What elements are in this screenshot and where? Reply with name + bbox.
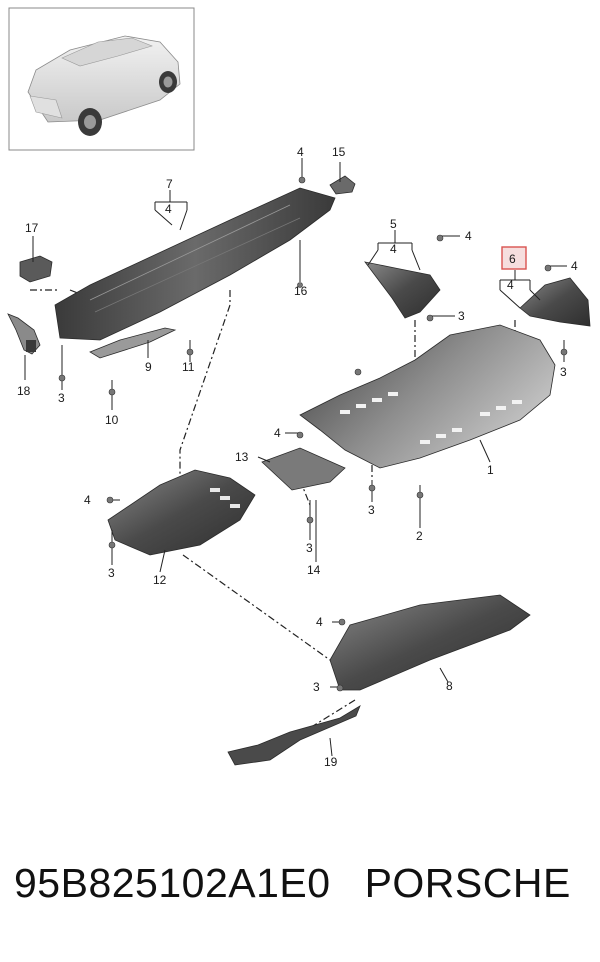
callout-10: 10 xyxy=(105,413,119,427)
part-6-liner xyxy=(519,277,591,327)
part-number: 95B825102A1E0 xyxy=(14,860,331,906)
part-18-bracket xyxy=(7,313,41,355)
callout-4: 4 xyxy=(316,615,323,629)
callout-3: 3 xyxy=(458,309,465,323)
footer-caption: 95B825102A1E0 PORSCHE xyxy=(14,860,594,920)
callout-4: 4 xyxy=(507,278,514,292)
part-12-front-panel xyxy=(107,469,256,556)
callout-13: 13 xyxy=(235,450,249,464)
callout-8: 8 xyxy=(446,679,453,693)
vehicle-thumbnail xyxy=(8,7,195,151)
part-1-main-underbody-panel xyxy=(299,324,556,469)
callout-4: 4 xyxy=(274,426,281,440)
callout-4: 4 xyxy=(84,493,91,507)
callout-18: 18 xyxy=(17,384,31,398)
callout-6: 6 xyxy=(509,252,516,266)
callout-4: 4 xyxy=(571,259,578,273)
callout-4: 4 xyxy=(465,229,472,243)
callout-4: 4 xyxy=(297,145,304,159)
brand-name: PORSCHE xyxy=(364,860,571,906)
callout-3: 3 xyxy=(306,541,313,555)
callout-5: 5 xyxy=(390,217,397,231)
part-5-liner xyxy=(364,261,441,319)
callout-labels: 7 4 4 15 17 16 18 3 10 9 11 5 4 4 3 6 4 … xyxy=(17,145,578,769)
callout-15: 15 xyxy=(332,145,346,159)
callout-12: 12 xyxy=(153,573,167,587)
part-15-bracket xyxy=(329,175,356,195)
callout-3: 3 xyxy=(58,391,65,405)
callout-19: 19 xyxy=(324,755,338,769)
callout-2: 2 xyxy=(416,529,423,543)
callout-3: 3 xyxy=(368,503,375,517)
callout-3: 3 xyxy=(108,566,115,580)
part-8-rear-panel xyxy=(329,594,531,691)
callout-17: 17 xyxy=(25,221,39,235)
part-13-plate xyxy=(261,447,346,491)
callout-4: 4 xyxy=(165,202,172,216)
part-17-bracket xyxy=(19,255,53,283)
callout-11: 11 xyxy=(182,360,195,374)
callout-9: 9 xyxy=(145,360,152,374)
callout-16: 16 xyxy=(294,284,308,298)
callout-7: 7 xyxy=(166,177,173,191)
callout-3: 3 xyxy=(313,680,320,694)
part-9-strip xyxy=(89,327,177,359)
callout-4: 4 xyxy=(390,242,397,256)
callout-14: 14 xyxy=(307,563,321,577)
callout-1: 1 xyxy=(487,463,494,477)
callout-3: 3 xyxy=(560,365,567,379)
part-7-side-panel xyxy=(54,187,336,341)
part-19-strip xyxy=(227,705,361,766)
part-6-highlight-box xyxy=(501,246,527,270)
fasteners xyxy=(58,176,568,692)
